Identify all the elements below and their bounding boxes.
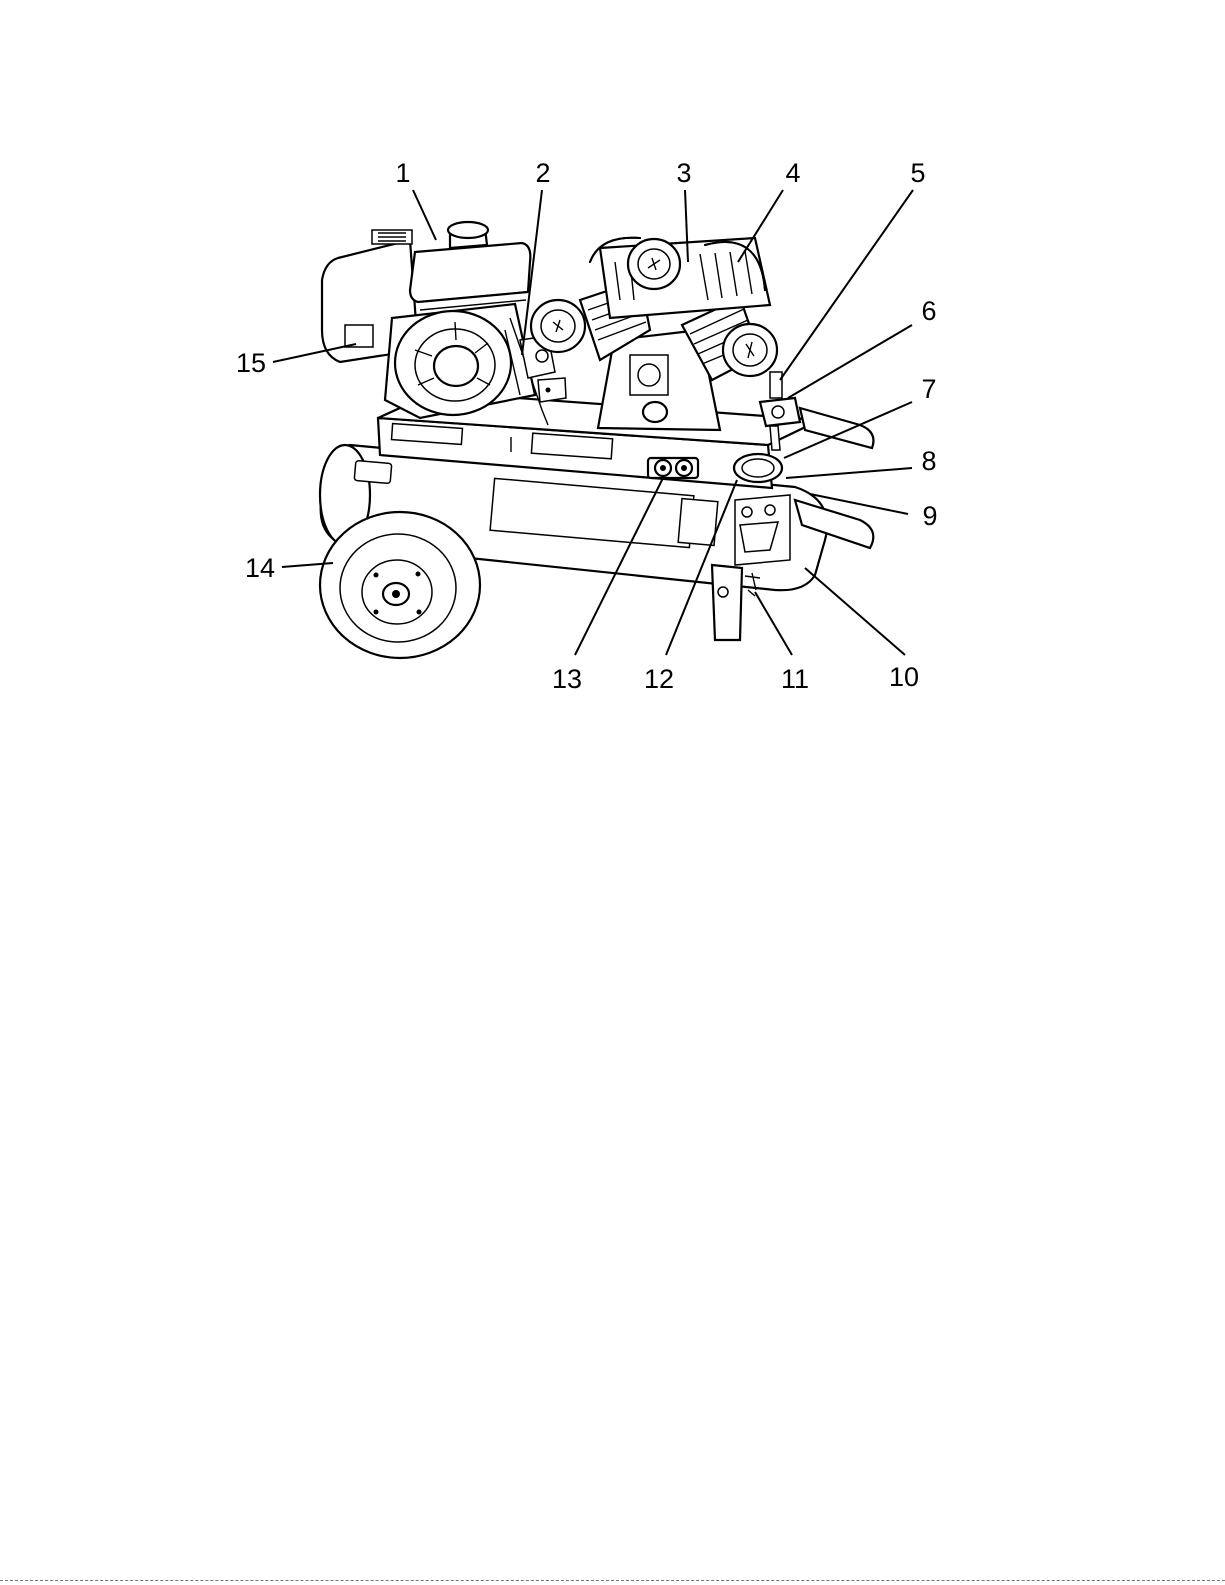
callout-10: 10 [889,662,919,692]
gas-engine [322,222,566,425]
leader-line-5 [780,190,913,380]
callout-12: 12 [644,664,674,694]
callout-4: 4 [785,158,800,188]
callout-8: 8 [921,446,936,476]
callout-3: 3 [676,158,691,188]
callout-15: 15 [236,348,266,378]
callout-7: 7 [921,374,936,404]
callout-9: 9 [922,501,937,531]
leader-line-4 [738,190,783,262]
callout-1: 1 [395,158,410,188]
leader-line-8 [786,468,912,478]
callout-11: 11 [781,664,809,694]
leader-line-11 [755,592,792,655]
callout-13: 13 [552,664,582,694]
compressor-illustration [320,222,874,658]
quick-couplers [648,458,698,478]
page-bottom-rule [0,1580,1225,1581]
leader-line-10 [805,568,905,655]
callout-2: 2 [535,158,550,188]
callout-5: 5 [910,158,925,188]
leader-line-6 [788,325,912,398]
leader-line-1 [413,190,436,240]
support-leg [712,565,760,640]
callout-6: 6 [921,296,936,326]
callout-14: 14 [245,553,275,583]
wheel [320,512,480,658]
